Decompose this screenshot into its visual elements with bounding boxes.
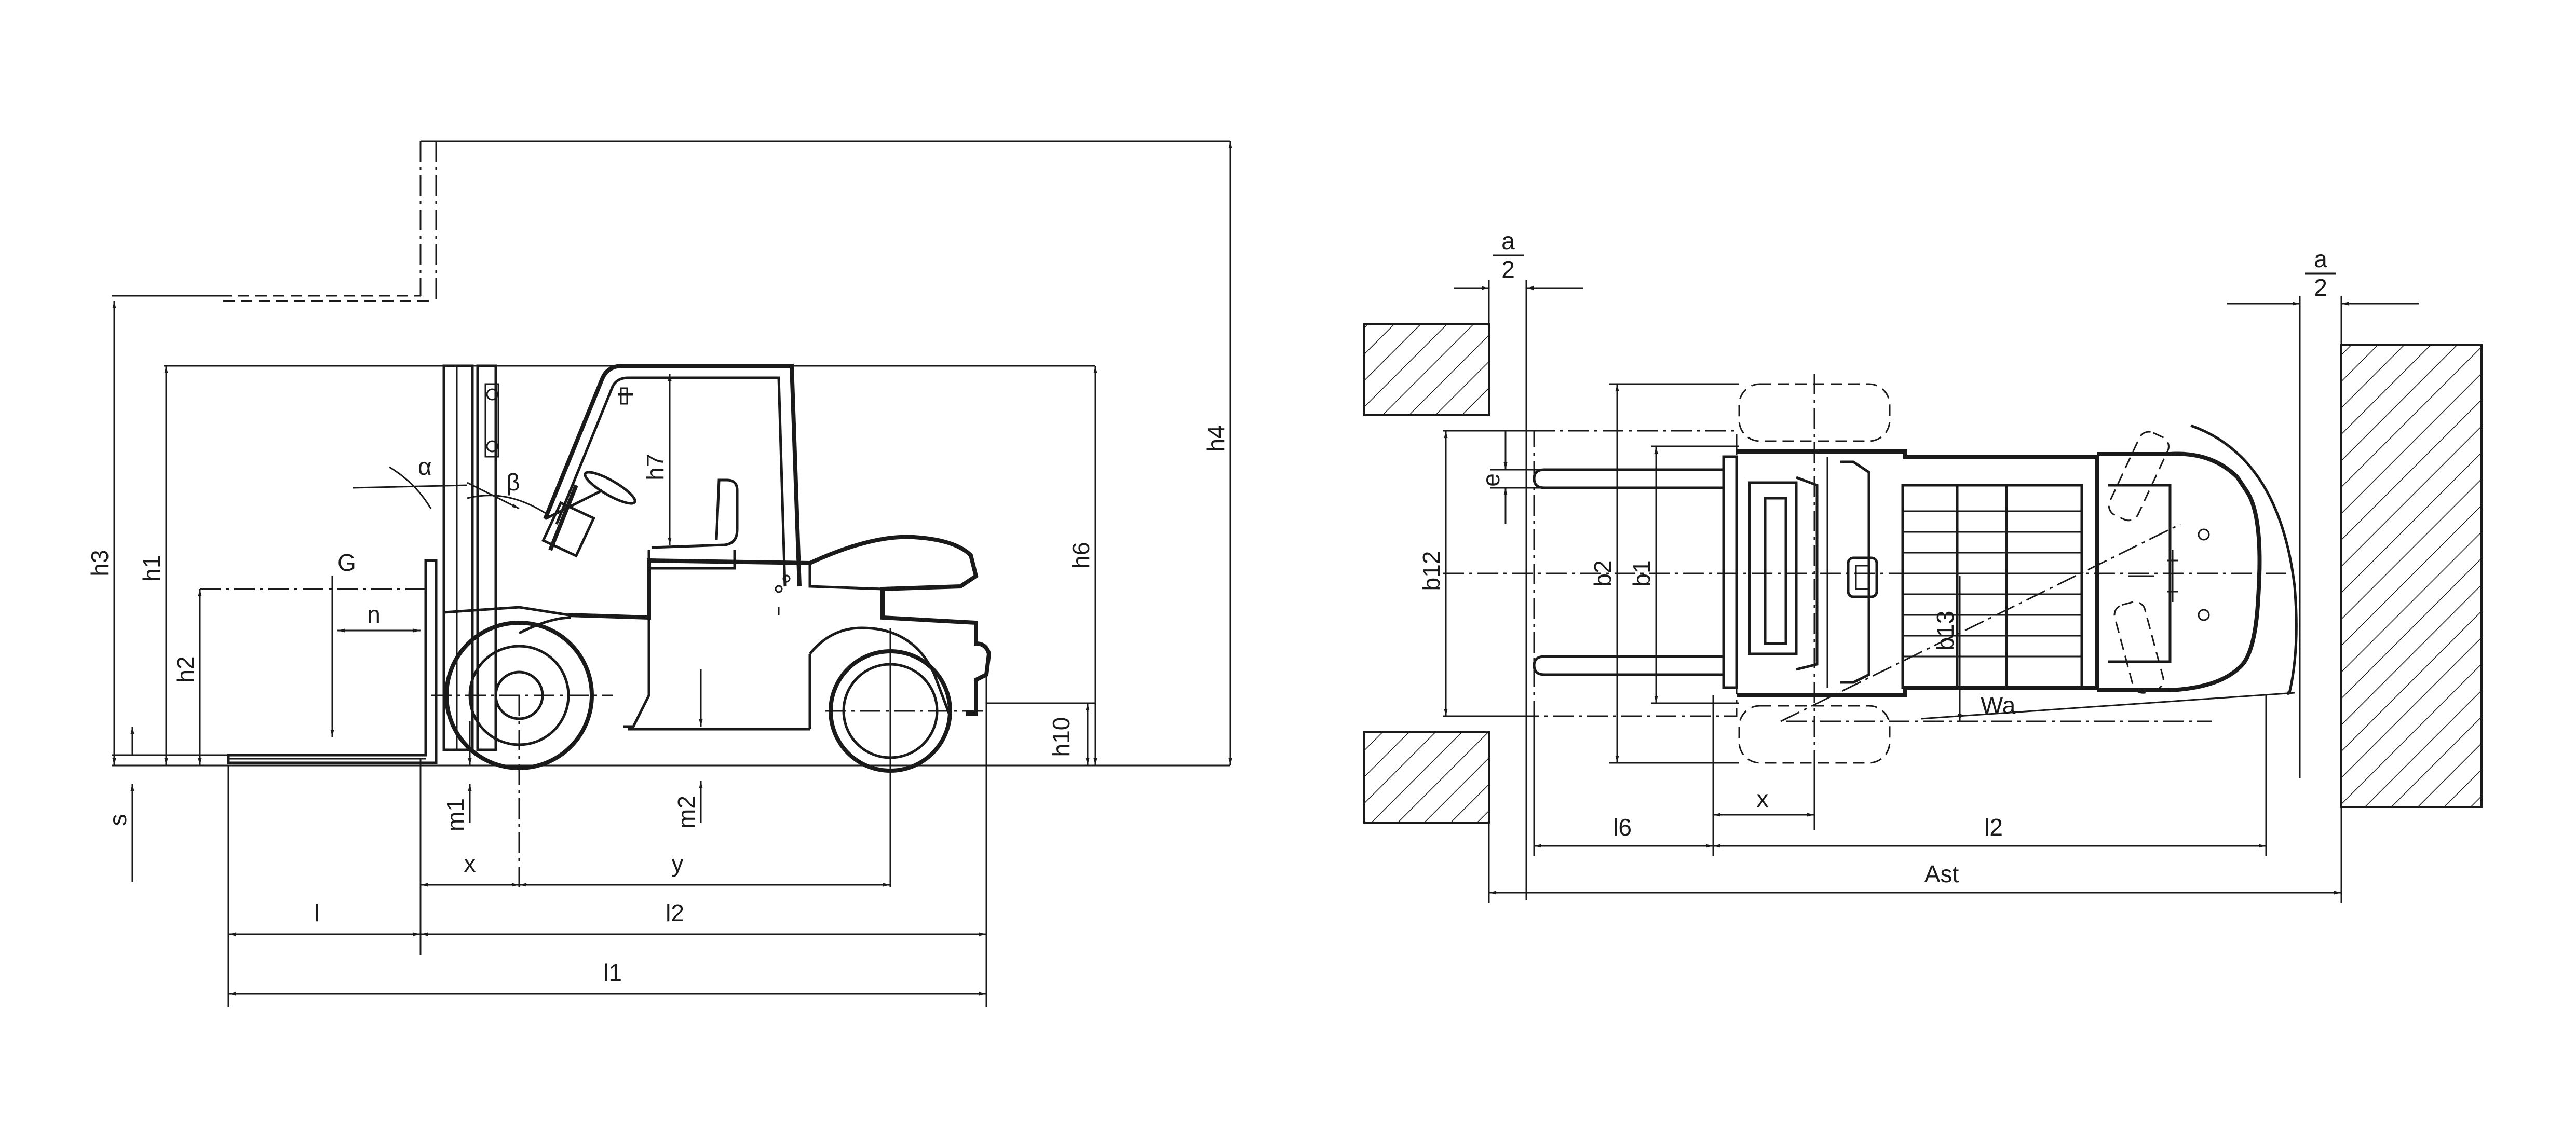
label-a-left: a — [1501, 227, 1515, 254]
label-a-right: a — [2314, 245, 2327, 272]
label-alpha: α — [418, 453, 432, 480]
dim-x-top: x — [1712, 695, 1815, 856]
dim-x-side: x — [421, 850, 519, 887]
dim-l1: l1 — [228, 959, 986, 996]
dim-l2-side: l2 — [421, 899, 986, 936]
label-e: e — [1477, 473, 1504, 487]
center-of-gravity: G — [330, 549, 356, 737]
front-wheel — [431, 621, 613, 770]
label-2-left: 2 — [1501, 256, 1515, 283]
front-wheels-top — [1738, 374, 1891, 773]
dim-b2: b2 — [1589, 383, 1739, 764]
dim-b1: b1 — [1628, 445, 1739, 704]
dim-l2-top: l2 — [1713, 695, 2267, 856]
dim-Ast: Ast — [1488, 823, 2341, 903]
dim-a-over-2-right: a 2 — [2227, 245, 2419, 903]
label-2-right: 2 — [2314, 274, 2327, 301]
turning-arc — [2190, 424, 2298, 693]
label-h6: h6 — [1067, 542, 1094, 568]
label-x-top: x — [1757, 785, 1769, 812]
label-h1: h1 — [138, 555, 165, 581]
label-b1: b1 — [1628, 560, 1655, 586]
label-Wa: Wa — [1981, 692, 2016, 719]
dim-b13: b13 — [1932, 576, 1962, 721]
top-view: a 2 a 2 — [1363, 227, 2483, 903]
dim-l6: l6 — [1533, 716, 1713, 856]
fork-lowered — [227, 559, 438, 764]
label-b13: b13 — [1932, 611, 1959, 651]
label-m2: m2 — [673, 796, 700, 829]
dim-m2: m2 — [673, 669, 703, 829]
raised-mast-outline — [112, 140, 1230, 302]
rear-wheel — [825, 649, 986, 773]
dim-h6: h6 — [1067, 366, 1097, 765]
dim-y: y — [519, 850, 890, 887]
label-G: G — [337, 549, 356, 576]
side-view: h3 h1 h2 s G n — [86, 140, 1232, 1007]
dim-h1: h1 — [138, 366, 168, 765]
mast — [442, 364, 499, 751]
rear-wheels-top — [2108, 431, 2178, 694]
rack-block-upper — [1363, 323, 1490, 416]
dim-h4: h4 — [1202, 141, 1232, 765]
tilt-angles: α β — [352, 453, 551, 517]
dim-h7: h7 — [642, 374, 672, 545]
label-l1: l1 — [603, 959, 622, 986]
truck-body-top — [1737, 449, 2262, 697]
truck-body — [443, 535, 992, 731]
rack-block-lower — [1363, 731, 1490, 824]
label-h3: h3 — [86, 550, 113, 576]
load-outline — [1533, 430, 1738, 717]
label-Ast: Ast — [1924, 860, 1959, 887]
dim-h10: h10 — [986, 702, 1095, 765]
dim-b12: b12 — [1418, 430, 1534, 717]
overhead-guard — [543, 364, 802, 587]
label-l: l — [314, 899, 319, 926]
label-h4: h4 — [1202, 425, 1229, 451]
label-beta: β — [506, 469, 520, 496]
dim-s: s — [104, 727, 228, 882]
label-y: y — [672, 850, 684, 877]
label-b12: b12 — [1418, 551, 1445, 591]
label-h10: h10 — [1048, 717, 1075, 757]
rack-wall-right — [2340, 344, 2483, 808]
label-b2: b2 — [1589, 560, 1616, 586]
label-h2: h2 — [172, 656, 199, 682]
label-m1: m1 — [442, 798, 469, 831]
label-x-side: x — [464, 850, 476, 877]
label-l6: l6 — [1613, 814, 1632, 841]
steering-column — [541, 471, 636, 558]
dim-a-over-2-left: a 2 — [1454, 227, 1583, 900]
operator-seat — [647, 478, 739, 570]
dim-h3: h3 — [86, 301, 116, 765]
dim-e: e — [1477, 431, 1724, 524]
dim-h2: h2 — [172, 589, 202, 765]
label-s: s — [104, 814, 131, 826]
label-n: n — [367, 601, 381, 628]
label-l2-top: l2 — [1984, 814, 2003, 841]
dim-n: n — [337, 601, 421, 633]
label-h7: h7 — [642, 454, 669, 480]
dim-l: l — [228, 899, 421, 936]
dim-m1: m1 — [442, 721, 472, 831]
label-l2-side: l2 — [666, 899, 684, 926]
